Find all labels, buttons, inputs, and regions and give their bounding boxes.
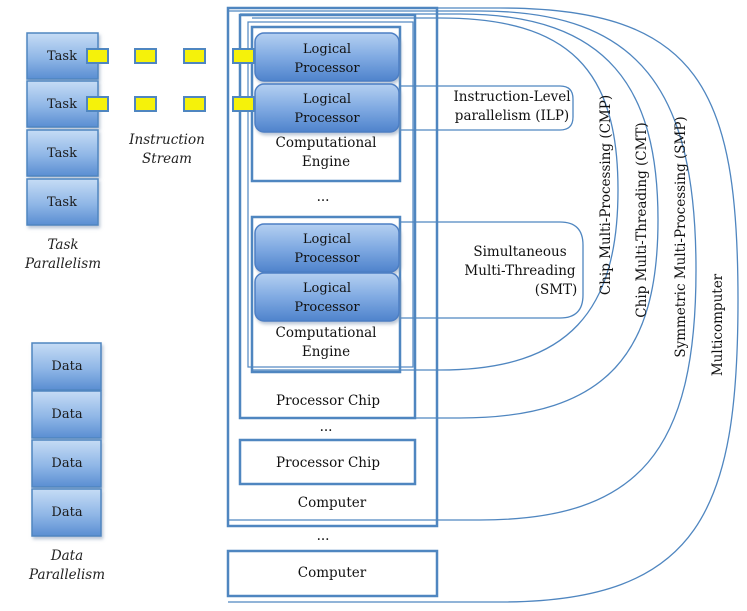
task-column: Task Task Task Task bbox=[26, 32, 99, 226]
processor-chip-box-2 bbox=[238, 438, 417, 486]
svg-text:Data: Data bbox=[51, 407, 82, 422]
computer-box bbox=[226, 6, 439, 528]
computational-engine-label-1: Computational bbox=[276, 135, 377, 151]
data-parallelism-caption-line2: Parallelism bbox=[28, 567, 105, 583]
task-parallelism-caption-line2: Parallelism bbox=[24, 256, 101, 272]
computer-label-2: Computer bbox=[298, 565, 367, 581]
task-cell: Task bbox=[26, 129, 99, 177]
computer-label: Computer bbox=[298, 495, 367, 511]
svg-text:Processor: Processor bbox=[294, 300, 360, 315]
ilp-label-line2: parallelism (ILP) bbox=[455, 108, 569, 124]
data-cell: Data bbox=[31, 390, 102, 439]
computational-engine-box-2 bbox=[250, 215, 402, 374]
smt-label-line3: (SMT) bbox=[535, 282, 578, 298]
logical-processor-1: Logical Processor bbox=[254, 32, 400, 82]
instruction-stream-2 bbox=[86, 96, 255, 112]
instruction-stream-label-line1: Instruction bbox=[128, 132, 205, 148]
svg-text:Task: Task bbox=[47, 49, 77, 64]
svg-text:Processor: Processor bbox=[294, 111, 360, 126]
task-cell: Task bbox=[26, 178, 99, 226]
computational-engine-label-1b: Engine bbox=[302, 154, 350, 170]
cmp-label: Chip Multi-Processing (CMP) bbox=[598, 95, 614, 295]
logical-processor-3: Logical Processor bbox=[254, 223, 400, 273]
data-cell: Data bbox=[31, 439, 102, 488]
task-cell: Task bbox=[26, 32, 99, 80]
logical-processor-4: Logical Processor bbox=[254, 272, 400, 322]
svg-text:Processor: Processor bbox=[294, 251, 360, 266]
computer-ellipsis: ... bbox=[317, 528, 330, 544]
svg-text:Task: Task bbox=[47, 195, 77, 210]
smp-label: Symmetric Multi-Processing (SMP) bbox=[673, 116, 689, 357]
svg-text:Task: Task bbox=[47, 97, 77, 112]
ilp-label-line1: Instruction-Level bbox=[453, 89, 570, 105]
smt-label-line2: Multi-Threading bbox=[464, 263, 576, 279]
svg-text:Logical: Logical bbox=[303, 92, 351, 107]
svg-text:Data: Data bbox=[51, 359, 82, 374]
smt-bracket bbox=[400, 221, 584, 319]
smp-bracket bbox=[228, 10, 697, 521]
svg-text:Logical: Logical bbox=[303, 281, 351, 296]
task-parallelism-caption-line1: Task bbox=[47, 237, 78, 253]
svg-text:Logical: Logical bbox=[303, 42, 351, 57]
computational-engine-label-2: Computational bbox=[276, 325, 377, 341]
instruction-stream-label-line2: Stream bbox=[142, 151, 192, 167]
processor-chip-label-2: Processor Chip bbox=[276, 455, 380, 471]
svg-text:Logical: Logical bbox=[303, 232, 351, 247]
data-cell: Data bbox=[31, 342, 102, 391]
multicomputer-bracket bbox=[228, 7, 739, 603]
smt-label-line1: Simultaneous bbox=[473, 244, 566, 260]
ilp-bracket bbox=[400, 85, 574, 131]
svg-text:Data: Data bbox=[51, 505, 82, 520]
logical-processor-2: Logical Processor bbox=[254, 83, 400, 133]
data-parallelism-caption-line1: Data bbox=[50, 548, 83, 564]
computer-box-2 bbox=[226, 549, 439, 598]
cmt-label: Chip Multi-Threading (CMT) bbox=[634, 122, 650, 317]
processor-chip-inner-box bbox=[247, 21, 414, 368]
processor-chip-label: Processor Chip bbox=[276, 393, 380, 409]
chip-ellipsis: ... bbox=[320, 419, 333, 435]
svg-text:Processor: Processor bbox=[294, 61, 360, 76]
svg-text:Data: Data bbox=[51, 456, 82, 471]
svg-text:Task: Task bbox=[47, 146, 77, 161]
data-cell: Data bbox=[31, 488, 102, 537]
processor-chip-box bbox=[238, 13, 417, 420]
instruction-stream-1 bbox=[86, 48, 255, 64]
data-column: Data Data Data Data bbox=[31, 342, 102, 537]
computational-engine-label-2b: Engine bbox=[302, 344, 350, 360]
engine-ellipsis: ... bbox=[317, 189, 330, 205]
cmt-bracket bbox=[240, 13, 659, 419]
multicomputer-label: Multicomputer bbox=[710, 273, 726, 376]
cmp-bracket bbox=[252, 17, 619, 371]
task-cell: Task bbox=[26, 80, 99, 128]
